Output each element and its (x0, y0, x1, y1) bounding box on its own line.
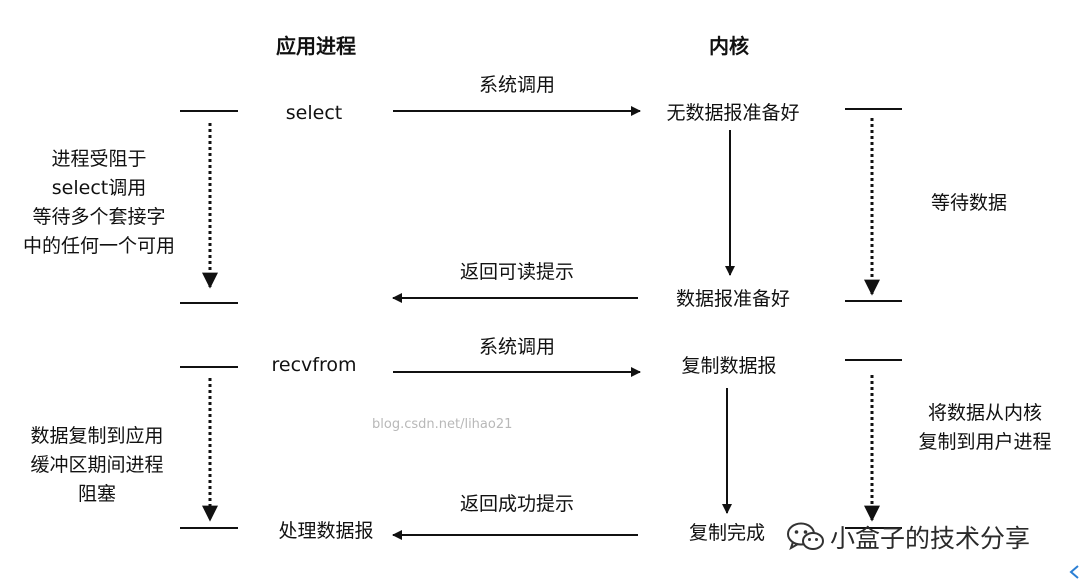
note-blocked-select: 进程受阻于 select调用 等待多个套接字 中的任何一个可用 (23, 145, 175, 261)
note-wait-data: 等待数据 (930, 192, 1008, 214)
watermark-text: blog.csdn.net/lihao21 (372, 417, 513, 432)
kernel-copy-datagram: 复制数据报 (681, 355, 777, 377)
corner-arrow-icon (1069, 565, 1079, 579)
app-select: select (285, 102, 343, 124)
app-recvfrom: recvfrom (271, 354, 357, 376)
note-line: 进程受阻于 (51, 148, 147, 170)
kernel-copy-done: 复制完成 (688, 522, 766, 544)
wechat-logo-icon (787, 522, 824, 551)
note-copy-blocked: 数据复制到应用 缓冲区期间进程 阻塞 (30, 422, 163, 509)
msg-syscall-1: 系统调用 (478, 74, 556, 96)
header-application-process: 应用进程 (276, 34, 356, 58)
kernel-datagram-ready: 数据报准备好 (675, 288, 791, 310)
kernel-no-datagram: 无数据报准备好 (666, 102, 800, 124)
app-process-datagram: 处理数据报 (278, 520, 374, 542)
note-line: 等待多个套接字 (32, 206, 166, 228)
note-line: 将数据从内核 (927, 402, 1043, 424)
msg-syscall-2: 系统调用 (478, 336, 556, 358)
note-copy-to-user: 将数据从内核 复制到用户进程 (918, 399, 1051, 457)
msg-return-readable: 返回可读提示 (459, 261, 575, 283)
note-line: 数据复制到应用 (30, 425, 164, 447)
note-line: 复制到用户进程 (918, 431, 1052, 453)
note-line: 中的任何一个可用 (22, 235, 176, 257)
note-line: select调用 (51, 177, 147, 199)
header-kernel: 内核 (709, 34, 749, 58)
note-line: 阻塞 (77, 483, 117, 505)
brand-text: 小盒子的技术分享 (830, 524, 1031, 553)
msg-return-success: 返回成功提示 (459, 493, 575, 515)
note-line: 缓冲区期间进程 (30, 454, 164, 476)
